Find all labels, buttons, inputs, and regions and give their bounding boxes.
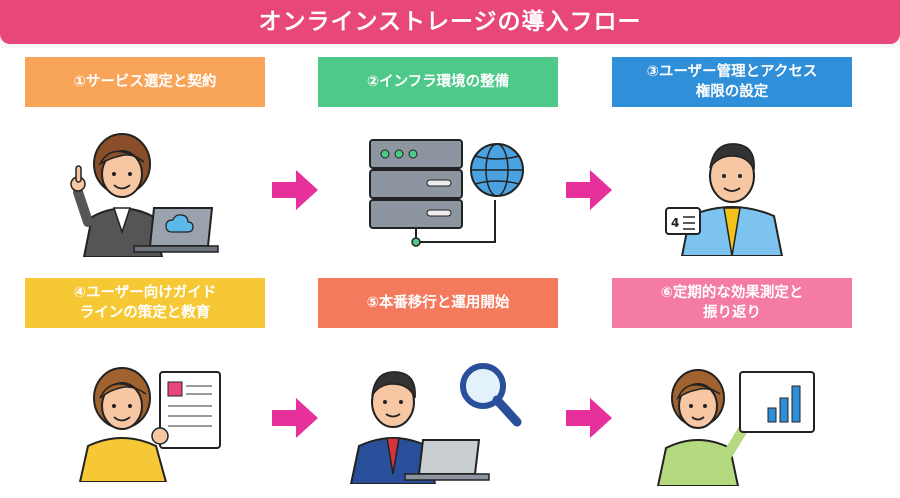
arrow-right-icon	[566, 170, 612, 210]
step-4-label: ④ユーザー向けガイド ラインの策定と教育	[25, 278, 265, 328]
svg-text:4: 4	[671, 216, 679, 230]
page-title: オンラインストレージの導入フロー	[0, 0, 900, 44]
step-5-label: ⑤本番移行と運用開始	[318, 278, 558, 328]
arrow-right-icon	[272, 170, 318, 210]
man-id-card-icon: 4	[652, 124, 812, 256]
arrow-right-icon	[566, 398, 612, 438]
arrow-right-icon	[272, 398, 318, 438]
step-1-label: ①サービス選定と契約	[25, 57, 265, 107]
step-2-label: ②インフラ環境の整備	[318, 57, 558, 107]
woman-document-icon	[62, 350, 232, 482]
woman-chart-icon	[652, 358, 822, 486]
server-globe-icon	[355, 128, 530, 253]
woman-pointing-laptop-icon	[62, 122, 232, 257]
step-3-label: ③ユーザー管理とアクセス 権限の設定	[612, 57, 852, 107]
step-6-label: ⑥定期的な効果測定と 振り返り	[612, 278, 852, 328]
man-laptop-magnifier-icon	[343, 356, 528, 484]
